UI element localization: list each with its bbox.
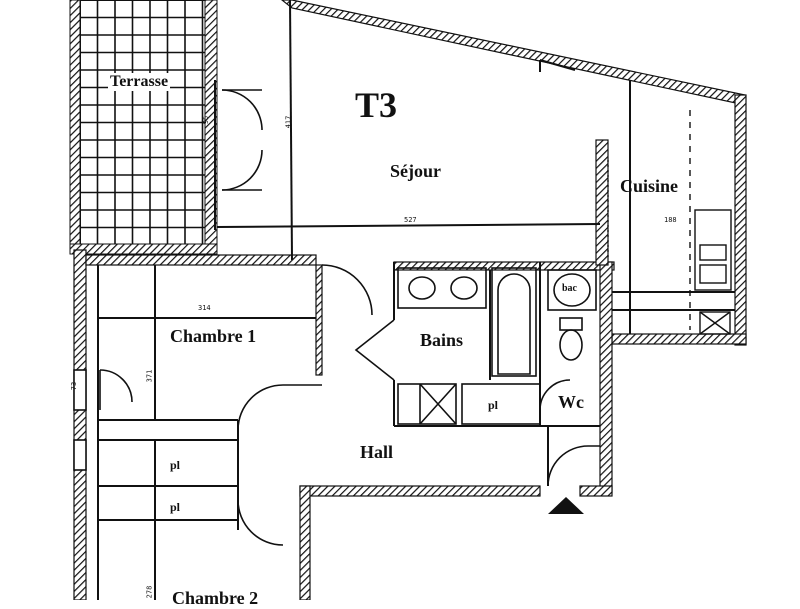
walls xyxy=(73,0,747,600)
partitions xyxy=(97,0,735,600)
placard-label: pl xyxy=(170,500,181,514)
room-label-chambre-1: Chambre 1 xyxy=(170,326,257,346)
kitchen-fixtures xyxy=(607,110,732,335)
doors xyxy=(99,89,600,546)
room-label-wc: Wc xyxy=(558,392,584,412)
plan-title: T3 xyxy=(355,85,398,125)
dimension-label: 371 xyxy=(145,369,154,383)
placard-label: pl xyxy=(170,458,181,472)
dimension-label: 527 xyxy=(404,216,417,224)
entrance-arrow-icon xyxy=(548,497,584,514)
room-label-cuisine: Cuisine xyxy=(620,176,679,196)
dimension-label: 73 xyxy=(70,381,79,391)
placard-label: pl xyxy=(488,398,499,412)
room-label-hall: Hall xyxy=(360,442,394,462)
dimension-label: 417 xyxy=(284,115,293,129)
room-label-sejour: Séjour xyxy=(390,161,441,181)
bath-fixtures xyxy=(397,267,597,425)
boiler-label: bac xyxy=(562,283,577,294)
room-label-chambre-2: Chambre 2 xyxy=(172,588,259,608)
room-label-bains: Bains xyxy=(420,330,464,350)
dimension-label: 314 xyxy=(198,304,211,312)
dimension-label: 278 xyxy=(145,585,154,599)
dimension-label: 95 xyxy=(202,115,211,125)
window-marks xyxy=(73,369,87,471)
dimension-label: 188 xyxy=(664,216,677,224)
terrasse-area xyxy=(69,0,218,255)
room-label-terrasse: Terrasse xyxy=(108,73,171,91)
